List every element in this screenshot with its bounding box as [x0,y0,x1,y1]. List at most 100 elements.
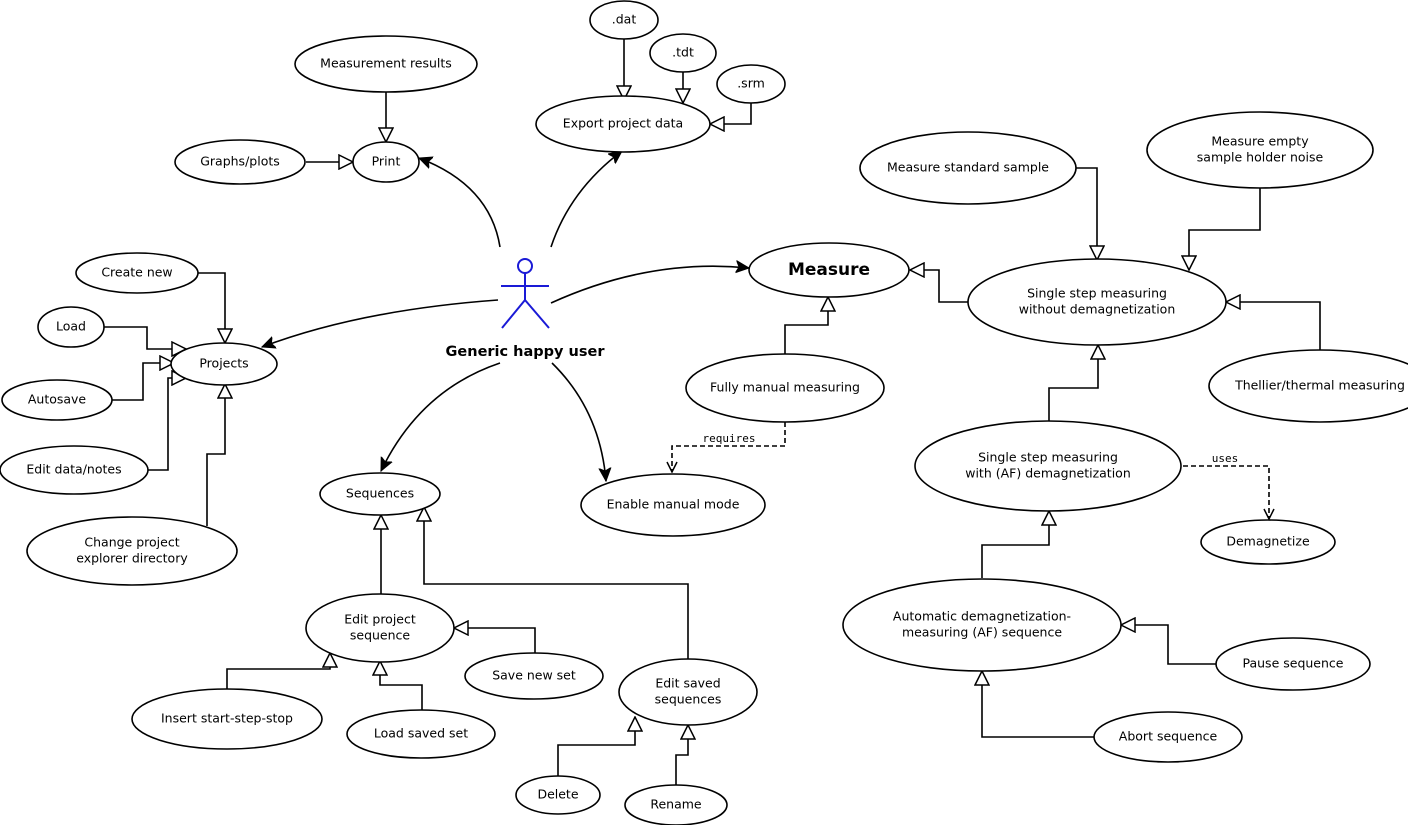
use-case-ellipse [748,242,910,298]
use-case-sequences[interactable]: Sequences [319,472,441,516]
use-case-thellier-thermal-measuring[interactable]: Thellier/thermal measuring [1208,349,1408,423]
use-case-load[interactable]: Load [37,306,105,348]
use-case-single-step-with-af-demagnetization[interactable]: Single step measuring with (AF) demagnet… [914,420,1182,512]
use-case-label: Print [372,154,401,169]
use-case-label: Sequences [346,486,414,501]
use-case-ellipse [170,342,278,386]
use-case-label: Edit project [344,612,416,627]
use-case-ellipse [914,420,1182,512]
use-case-label: .dat [612,12,637,27]
use-case-label: Edit saved [655,676,720,691]
use-case-label: Rename [650,797,702,812]
use-case-ellipse [75,252,199,294]
use-case-label: Measure standard sample [887,160,1049,175]
use-case-srm[interactable]: .srm [716,64,786,104]
use-case-label: Create new [101,265,172,280]
actor-generic-happy-user[interactable] [501,258,550,329]
use-case-load-saved-set[interactable]: Load saved set [346,709,496,759]
use-case-single-step-without-demagnetization[interactable]: Single step measuring without demagnetiz… [967,258,1227,346]
use-case-label: sample holder noise [1197,150,1324,165]
use-case-label: Load [56,319,86,334]
use-case-export-project-data[interactable]: Export project data [535,95,711,153]
use-case-label: Fully manual measuring [710,380,860,395]
use-case-enable-manual-mode[interactable]: Enable manual mode [580,473,766,537]
use-case-ellipse [346,709,496,759]
use-case-ellipse [515,775,601,815]
use-case-ellipse [319,472,441,516]
use-case-ellipse [1200,519,1336,565]
use-case-fully-manual-measuring[interactable]: Fully manual measuring [685,353,885,423]
actor-head-icon [517,258,533,274]
use-case-ellipse [649,33,717,73]
use-case-ellipse [26,516,238,586]
use-case-change-project-explorer-directory[interactable]: Change project explorer directory [26,516,238,586]
use-case-label: .srm [737,76,765,91]
use-case-edit-saved-sequences[interactable]: Edit saved sequences [618,658,758,726]
use-case-ellipse [37,306,105,348]
use-case-label: sequence [350,628,411,643]
use-case-label: Change project [84,535,179,550]
use-case-label: without demagnetization [1019,302,1176,317]
use-case-label: Demagnetize [1226,534,1310,549]
use-case-ellipse [716,64,786,104]
use-case-ellipse [305,593,455,663]
use-case-graphs-plots[interactable]: Graphs/plots [174,139,306,185]
use-case-label: .tdt [672,45,694,60]
use-case-ellipse [1146,111,1374,189]
use-case-rename[interactable]: Rename [624,784,728,825]
use-case-measure-empty-sample-holder-noise[interactable]: Measure empty sample holder noise [1146,111,1374,189]
use-case-ellipse [685,353,885,423]
use-case-label: Autosave [28,392,87,407]
use-case-abort-sequence[interactable]: Abort sequence [1093,711,1243,763]
use-case-measure[interactable]: Measure [748,242,910,298]
use-case-measurement-results[interactable]: Measurement results [294,35,478,93]
edge-label-uses: uses [1212,452,1239,465]
use-case-ellipse [1208,349,1408,423]
use-case-label: Measure [788,260,870,280]
use-case-ellipse [618,658,758,726]
use-case-label: Edit data/notes [26,462,121,477]
use-case-edit-data-notes[interactable]: Edit data/notes [0,445,149,495]
use-case-label: sequences [655,692,722,707]
use-case-label: Measure empty [1211,134,1309,149]
use-case-ellipse [1215,637,1371,691]
use-case-label: Projects [199,356,248,371]
use-case-projects[interactable]: Projects [170,342,278,386]
use-case-label: Abort sequence [1119,729,1218,744]
use-case-automatic-demagnetization-measuring-sequence[interactable]: Automatic demagnetization- measuring (AF… [842,578,1122,672]
use-case-create-new[interactable]: Create new [75,252,199,294]
use-case-ellipse [352,141,420,183]
use-case-demagnetize[interactable]: Demagnetize [1200,519,1336,565]
use-case-ellipse [1093,711,1243,763]
use-case-tdt[interactable]: .tdt [649,33,717,73]
use-case-label: Insert start-step-stop [161,711,293,726]
use-case-label: Graphs/plots [200,154,280,169]
use-case-label: Single step measuring [1027,286,1167,301]
edge-label-requires: requires [703,432,756,445]
use-case-label: Delete [537,787,578,802]
use-case-ellipse [589,0,659,40]
use-case-label: Automatic demagnetization- [893,609,1071,624]
use-case-ellipse [842,578,1122,672]
use-case-ellipse [1,379,113,421]
use-case-delete[interactable]: Delete [515,775,601,815]
use-case-label: Export project data [563,116,683,131]
use-case-label: Load saved set [374,726,468,741]
use-case-save-new-set[interactable]: Save new set [464,652,604,700]
use-case-label: Save new set [492,668,576,683]
use-case-ellipse [0,445,149,495]
association-edges [262,151,749,481]
use-case-insert-start-step-stop[interactable]: Insert start-step-stop [131,688,323,750]
use-case-label: Single step measuring [978,450,1118,465]
use-case-ellipse [580,473,766,537]
use-case-edit-project-sequence[interactable]: Edit project sequence [305,593,455,663]
use-case-ellipse [464,652,604,700]
use-case-measure-standard-sample[interactable]: Measure standard sample [859,131,1077,205]
dependency-edges: requires uses [672,422,1269,519]
use-case-autosave[interactable]: Autosave [1,379,113,421]
use-case-ellipse [624,784,728,825]
use-case-label: measuring (AF) sequence [902,625,1062,640]
use-case-print[interactable]: Print [352,141,420,183]
use-case-pause-sequence[interactable]: Pause sequence [1215,637,1371,691]
use-case-dat[interactable]: .dat [589,0,659,40]
